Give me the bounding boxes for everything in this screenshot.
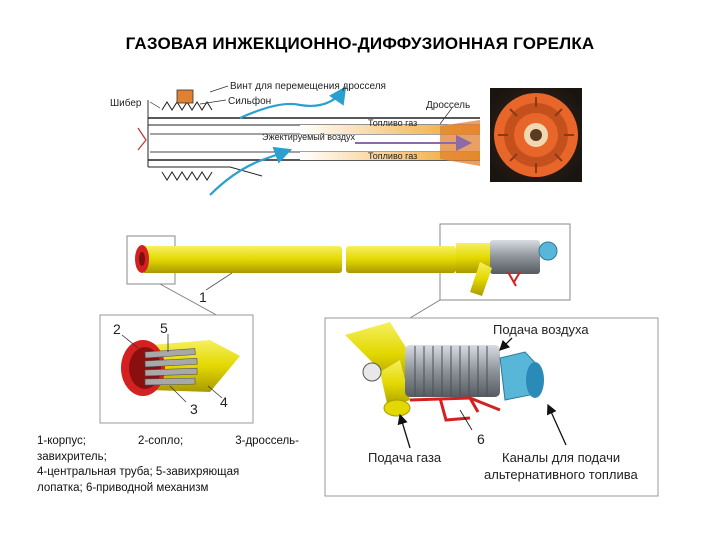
fuel-gas-bottom-label: Топливо газ	[368, 151, 417, 161]
gauge-icon	[362, 362, 382, 382]
bellows-bottom	[161, 171, 213, 181]
callout-6: 6	[477, 431, 485, 447]
fuel-band-bottom	[300, 152, 480, 160]
gate-label: Шибер	[110, 97, 142, 109]
legend: 1-корпус; 2-сопло; 3-дроссель- завихрите…	[37, 434, 299, 496]
callout-3: 3	[190, 401, 198, 417]
fuel-band-top	[300, 125, 480, 134]
legend-line-1: 1-корпус; 2-сопло; 3-дроссель-	[37, 434, 299, 450]
bellows-cylinder	[405, 345, 500, 397]
alt-fuel-label-line2: альтернативного топлива	[484, 467, 638, 482]
throttle-label: Дроссель	[426, 100, 470, 111]
air-inlet-small	[538, 241, 558, 261]
screw-block	[176, 89, 194, 104]
screw-label: Винт для перемещения дросселя	[230, 81, 386, 92]
drive-mechanism	[409, 396, 501, 422]
air-arrow-in	[209, 146, 293, 196]
bellows-housing-small	[490, 240, 540, 274]
nozzle-detail-inset: 2 5 3 4	[99, 314, 254, 424]
gas-supply-label: Подача газа	[368, 450, 442, 465]
air-supply-label: Подача воздуха	[493, 322, 589, 337]
pipe-body-left	[142, 246, 342, 273]
gate-shiber	[137, 127, 147, 151]
burner-photo	[490, 88, 582, 182]
fuel-gas-top-label: Топливо газ	[368, 118, 417, 128]
legend-line-2: завихритель;	[37, 450, 107, 463]
swirl-vanes	[144, 348, 198, 386]
legend-line-3: 4-центральная труба; 5‑завихряющая	[37, 466, 240, 478]
legend-item-body: 1-корпус;	[37, 435, 86, 447]
pipe-assembly: 1	[126, 223, 571, 319]
pipe-body-right	[346, 246, 456, 273]
legend-item-nozzle: 2-сопло;	[138, 435, 184, 447]
schematic-section: Винт для перемещения дросселя Шибер Силь…	[110, 81, 480, 196]
legend-line-4: лопатка; 6-приводной механизм	[37, 481, 209, 494]
callout-4: 4	[220, 394, 228, 410]
ejected-air-label: Эжектируемый воздух	[262, 132, 356, 142]
bellows-label: Сильфон	[228, 95, 271, 107]
alt-fuel-label-line1: Каналы для подачи	[502, 450, 620, 465]
callout-5: 5	[160, 320, 168, 336]
page-title: ГАЗОВАЯ ИНЖЕКЦИОННО-ДИФФУЗИОННАЯ ГОРЕЛКА	[125, 34, 595, 53]
mechanism-detail-inset: 6 Подача воздуха Подача газа Каналы для …	[324, 317, 659, 497]
callout-2: 2	[113, 321, 121, 337]
callout-1: 1	[199, 289, 207, 305]
legend-item-throttle: 3-дроссель-	[235, 435, 299, 447]
air-arrow-up	[239, 86, 347, 120]
